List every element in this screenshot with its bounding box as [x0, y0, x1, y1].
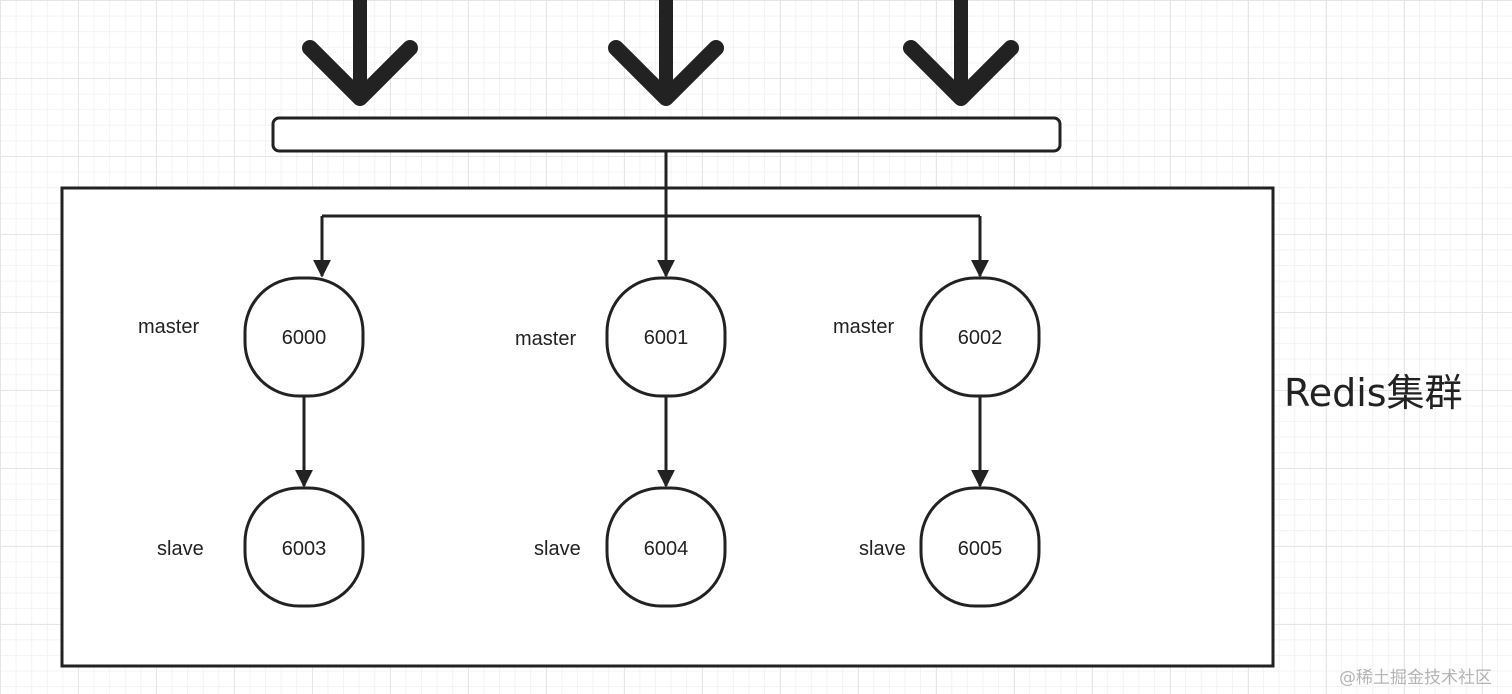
- client-arrow-1: [302, 0, 418, 106]
- role-label-6001: master: [515, 328, 576, 350]
- node-6002: 6002: [919, 276, 1041, 398]
- role-label-6004: slave: [534, 538, 581, 560]
- node-label: 6002: [958, 327, 1003, 349]
- node-label: 6004: [644, 538, 689, 560]
- role-label-6000: master: [138, 316, 199, 338]
- node-label: 6000: [282, 327, 327, 349]
- role-label-6003: slave: [157, 538, 204, 560]
- client-arrow-3: [903, 0, 1019, 106]
- node-6004: 6004: [605, 486, 727, 608]
- role-label-6002: master: [833, 316, 894, 338]
- cluster-label: Redis集群: [1284, 371, 1463, 415]
- node-6005: 6005: [919, 486, 1041, 608]
- distribution-lines: [313, 151, 989, 278]
- node-6003: 6003: [243, 486, 365, 608]
- node-6001: 6001: [605, 276, 727, 398]
- role-label-6005: slave: [859, 538, 906, 560]
- node-6000: 6000: [243, 276, 365, 398]
- watermark: @稀土掘金技术社区: [1339, 668, 1492, 688]
- node-label: 6001: [644, 327, 689, 349]
- client-arrow-2: [608, 0, 724, 106]
- node-label: 6005: [958, 538, 1003, 560]
- proxy-bar: [271, 116, 1062, 153]
- node-label: 6003: [282, 538, 327, 560]
